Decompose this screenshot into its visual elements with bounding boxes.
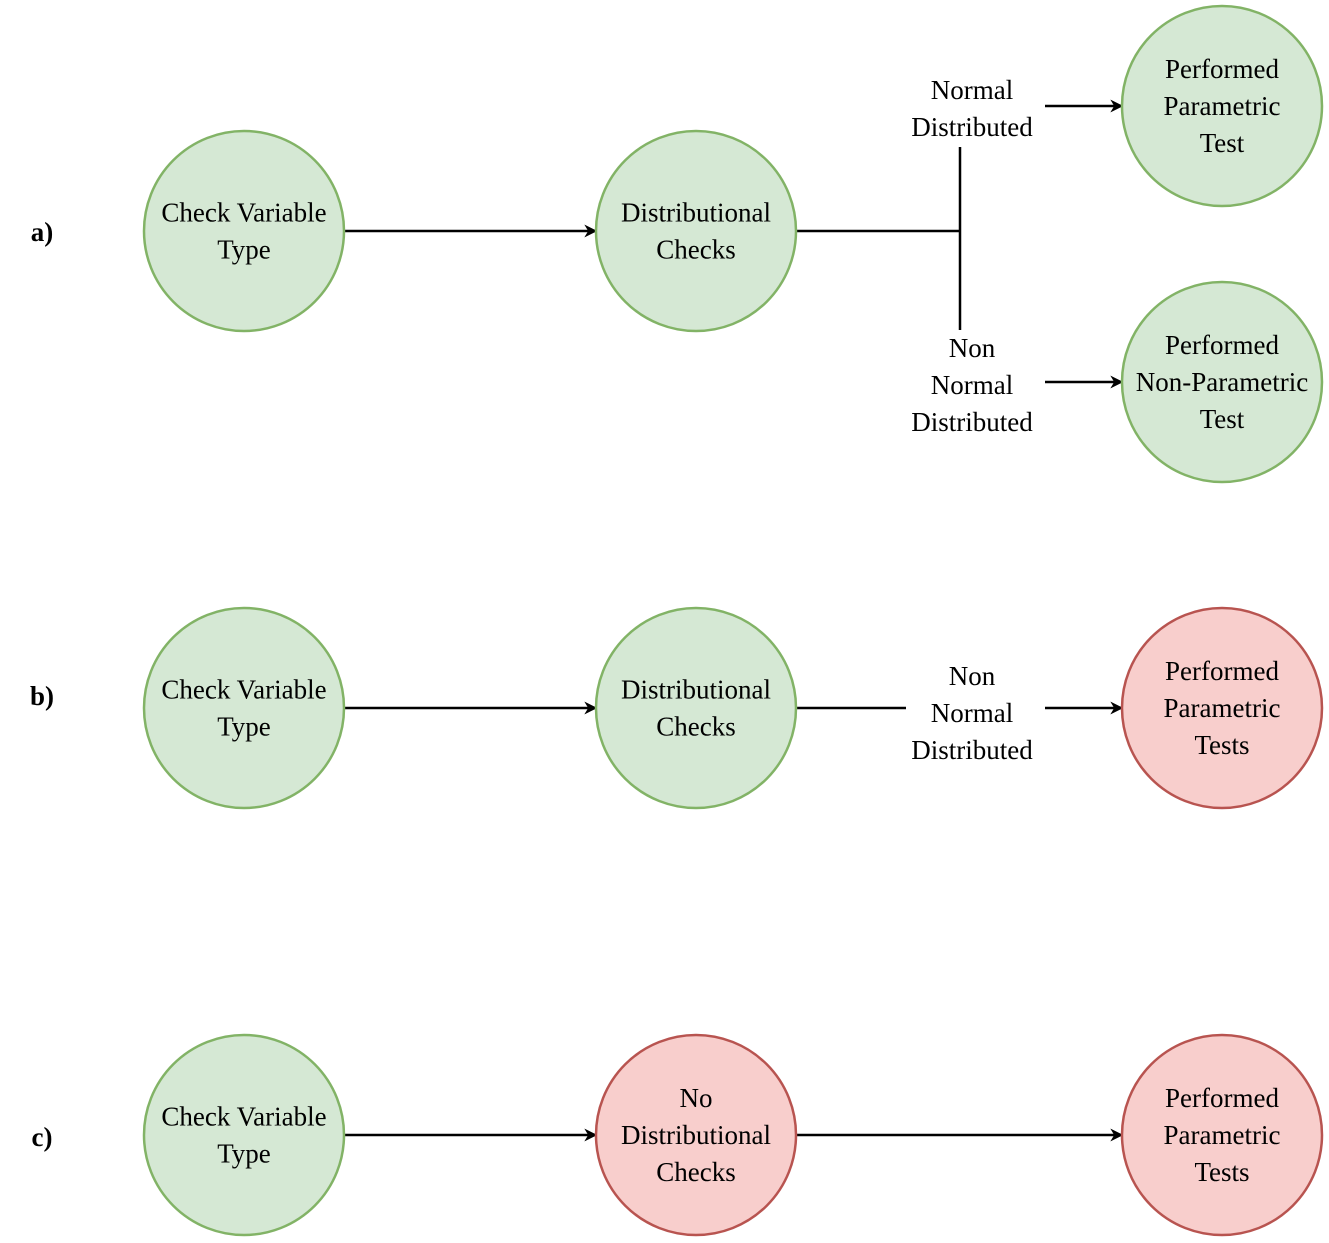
node-b-check-line-2: Type	[217, 712, 271, 742]
node-a-nonparam-circle	[1120, 280, 1324, 484]
node-a-nonparam-line-3: Test	[1200, 404, 1245, 434]
node-a-param-line-2: Parametric	[1164, 91, 1281, 121]
node-a-nonparam-line-2: Non-Parametric	[1136, 367, 1308, 397]
node-b-dist-line-2: Checks	[656, 712, 735, 742]
node-b-check-line-1: Check Variable	[161, 675, 326, 705]
edge-label-b-nonnormal-line-1: Non	[949, 661, 996, 691]
node-b-check-circle	[142, 606, 346, 810]
node-a-nonparam-line-1: Performed	[1165, 330, 1279, 360]
edge-label-b-nonnormal-line-2: Normal	[931, 698, 1013, 728]
node-b-param-line-1: Performed	[1165, 656, 1279, 686]
edge-label-a-nonnormal-line-2: Normal	[931, 370, 1013, 400]
node-c-nodist-line-1: No	[680, 1083, 713, 1113]
nodes-layer: Check VariableTypeDistributionalChecksPe…	[142, 4, 1324, 1237]
node-a-param-circle	[1120, 4, 1324, 208]
node-c-nodist-line-2: Distributional	[621, 1120, 771, 1150]
node-c-param-line-1: Performed	[1165, 1083, 1279, 1113]
node-b-dist-circle	[594, 606, 798, 810]
node-b-param-line-2: Parametric	[1164, 693, 1281, 723]
panel-label-1: a)	[31, 217, 54, 247]
edge-label-a-normal-line-1: Normal	[931, 75, 1013, 105]
node-b-dist-line-1: Distributional	[621, 675, 771, 705]
node-c-check-line-2: Type	[217, 1139, 271, 1169]
node-c-param-circle	[1120, 1033, 1324, 1237]
edges-layer	[345, 99, 1124, 1142]
node-a-param-line-3: Test	[1200, 128, 1245, 158]
node-a-dist-line-1: Distributional	[621, 198, 771, 228]
edge-label-a-nonnormal-line-3: Distributed	[911, 407, 1033, 437]
node-c-param-line-3: Tests	[1194, 1157, 1249, 1187]
panel-label-3: c)	[32, 1122, 53, 1152]
node-a-check-line-2: Type	[217, 235, 271, 265]
node-a-dist-circle	[594, 129, 798, 333]
node-b-param-circle	[1120, 606, 1324, 810]
node-a-check-circle	[142, 129, 346, 333]
labels-layer: a)NormalDistributedNonNormalDistributedb…	[30, 75, 1033, 1152]
node-b-param-line-3: Tests	[1194, 730, 1249, 760]
node-a-param-line-1: Performed	[1165, 54, 1279, 84]
node-c-param-line-2: Parametric	[1164, 1120, 1281, 1150]
node-c-check-line-1: Check Variable	[161, 1102, 326, 1132]
node-a-dist-line-2: Checks	[656, 235, 735, 265]
panel-label-2: b)	[30, 681, 54, 711]
edge-label-b-nonnormal-line-3: Distributed	[911, 735, 1033, 765]
node-c-nodist-line-3: Checks	[656, 1157, 735, 1187]
edge-label-a-nonnormal-line-1: Non	[949, 333, 996, 363]
node-a-check-line-1: Check Variable	[161, 198, 326, 228]
node-c-check-circle	[142, 1033, 346, 1237]
node-c-nodist-circle	[594, 1033, 798, 1237]
edge-label-a-normal-line-2: Distributed	[911, 112, 1033, 142]
